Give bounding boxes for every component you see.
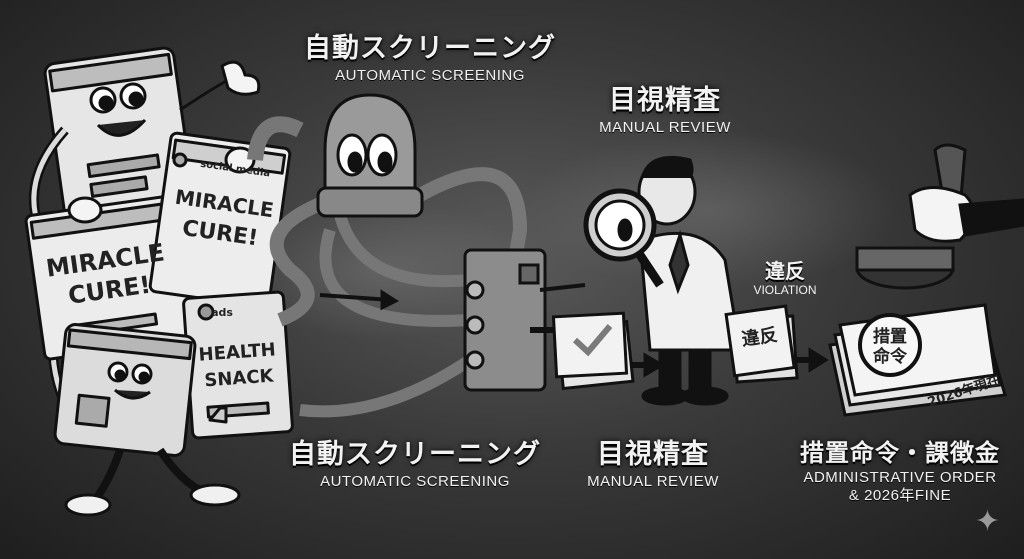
screening-robot [247, 93, 586, 418]
top-review-label: 目視精査 MANUAL REVIEW [575, 86, 755, 136]
bottom-screening-en: AUTOMATIC SCREENING [320, 472, 510, 490]
ads-tag: ads [211, 306, 233, 319]
bottom-order-jp: 措置命令・課徴金 [800, 439, 1000, 467]
browser-ad-character-bottom [53, 323, 241, 517]
bottom-review-en: MANUAL REVIEW [587, 472, 719, 490]
top-screening-en: AUTOMATIC SCREENING [335, 66, 525, 84]
bottom-order-en-line1: ADMINISTRATIVE ORDER [803, 469, 997, 487]
top-screening-label: 自動スクリーニング AUTOMATIC SCREENING [300, 34, 560, 84]
sparkle-icon: ✦ [974, 504, 1000, 539]
order-stamp-group [828, 143, 1024, 417]
health-snack-line2: SNACK [204, 366, 275, 392]
top-screening-jp: 自動スクリーニング [304, 33, 556, 64]
bottom-review-label: 目視精査 MANUAL REVIEW [568, 440, 738, 490]
browser-ad-character-top [43, 46, 261, 234]
ad-characters-group [24, 46, 294, 517]
bottom-screening-jp: 自動スクリーニング [289, 439, 541, 470]
seal-text-line2: 命令 [872, 346, 908, 367]
top-review-jp: 目視精査 [609, 85, 721, 116]
seal-text-line1: 措置 [873, 326, 907, 347]
bottom-screening-label: 自動スクリーニング AUTOMATIC SCREENING [280, 440, 550, 490]
bottom-order-en-line2: & 2026年FINE [848, 486, 952, 504]
violation-document-stack [724, 304, 829, 384]
bottom-order-label: 措置命令・課徴金 ADMINISTRATIVE ORDER & 2026年FIN… [795, 440, 1005, 504]
bottom-review-jp: 目視精査 [597, 439, 709, 470]
violation-jp: 違反 [765, 259, 805, 283]
violation-document-text: 違反 [740, 324, 779, 351]
top-review-en: MANUAL REVIEW [599, 118, 731, 136]
manual-reviewer-character [583, 155, 742, 406]
approved-documents-stack [551, 311, 665, 391]
violation-label: 違反 VIOLATION [740, 260, 830, 297]
violation-en: VIOLATION [753, 283, 817, 297]
